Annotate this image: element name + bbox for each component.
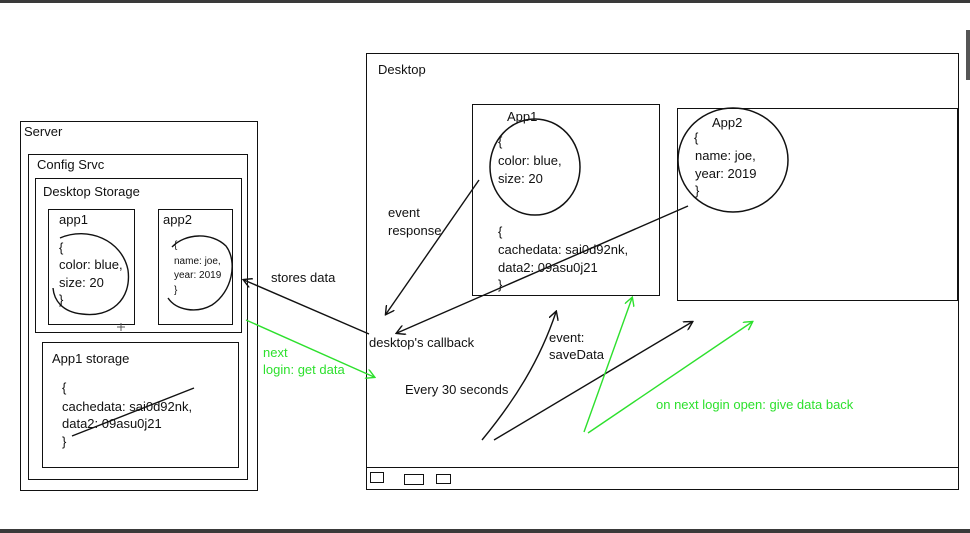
event-response-label-line2: response (388, 223, 442, 238)
server-app2-line-close: } (174, 285, 178, 296)
desktop-app1-state-color: color: blue, (498, 153, 562, 168)
server-app1-line-close: } (59, 292, 64, 307)
config-srvc-title: Config Srvc (37, 157, 105, 172)
next-login-open-label: on next login open: give data back (656, 397, 854, 412)
give-data-back-arrow-1 (583, 298, 632, 433)
taskbar-icon-window-2[interactable] (436, 474, 451, 484)
server-app2-line-name: name: joe, (174, 256, 221, 267)
server-app2-sketch-circle (167, 235, 233, 311)
desktop-app2-state-circle (677, 107, 789, 213)
desktop-title: Desktop (378, 62, 426, 77)
every-30-seconds-label: Every 30 seconds (405, 382, 509, 397)
server-app1-line-size: size: 20 (59, 275, 104, 290)
cursor-crosshair (117, 323, 125, 331)
app1-storage-line-cachedata: cachedata: sai0d92nk, (62, 399, 193, 414)
bottom-window-edge (0, 529, 970, 533)
desktop-app2-line-name: name: joe, (695, 148, 756, 163)
app1-storage-line-data2: data2: 09asu0j21 (62, 416, 162, 431)
taskbar-icon-start[interactable] (370, 472, 384, 483)
desktop-app1-cache-close: } (498, 277, 503, 292)
top-window-edge (0, 0, 970, 3)
server-app1-title: app1 (59, 212, 88, 227)
next-login-label-line1: next (263, 345, 288, 360)
event-savedata-label-line1: event: (549, 330, 585, 345)
desktop-app1-state-circle (489, 118, 581, 216)
desktop-app1-window (472, 104, 660, 296)
desktop-storage-box (35, 178, 242, 333)
config-srvc-box (28, 154, 248, 480)
desktop-app2-line-year: year: 2019 (695, 166, 757, 181)
server-title: Server (24, 124, 63, 139)
desktop-app2-title: App2 (712, 115, 743, 130)
every-30-seconds-arrow-1 (481, 312, 556, 441)
app2-event-response-arrow (397, 205, 689, 333)
app1-storage-line-close: } (62, 434, 67, 449)
server-app1-line-color: color: blue, (59, 257, 123, 272)
event-savedata-label-line2: saveData (549, 347, 604, 362)
strike-through-line (71, 387, 195, 437)
stores-data-label: stores data (271, 270, 336, 285)
taskbar (366, 467, 959, 490)
event-response-label-line1: event (388, 205, 420, 220)
taskbar-icon-window-1[interactable] (404, 474, 424, 485)
stores-data-arrow (244, 280, 370, 335)
desktop-storage-title: Desktop Storage (43, 184, 140, 199)
desktop-app2-line-open: { (694, 130, 699, 145)
app1-storage-line-open: { (62, 380, 67, 395)
server-app2-line-open: { (174, 240, 178, 251)
server-app1-box (48, 209, 135, 325)
server-app1-line-open: { (59, 240, 64, 255)
desktop-app2-window (677, 108, 958, 301)
server-app2-title: app2 (163, 212, 192, 227)
app1-event-response-arrow (386, 179, 480, 314)
app1-storage-title: App1 storage (52, 351, 130, 366)
app1-storage-box (42, 342, 239, 468)
desktop-app1-state-open: { (498, 134, 503, 149)
server-box (20, 121, 258, 491)
desktop-app2-line-close: } (695, 183, 700, 198)
server-app1-sketch-circle (52, 233, 130, 316)
give-data-back-arrow-2 (587, 322, 752, 434)
every-30-seconds-arrow-2 (493, 322, 692, 441)
desktop-app1-state-size: size: 20 (498, 171, 543, 186)
desktops-callback-label: desktop's callback (369, 335, 475, 350)
server-app2-line-year: year: 2019 (174, 270, 222, 281)
desktop-app1-cache-open: { (498, 224, 503, 239)
next-login-get-data-arrow (245, 319, 374, 377)
next-login-label-line2: login: get data (263, 362, 345, 377)
desktop-app1-title: App1 (507, 109, 538, 124)
right-window-edge (966, 30, 970, 80)
